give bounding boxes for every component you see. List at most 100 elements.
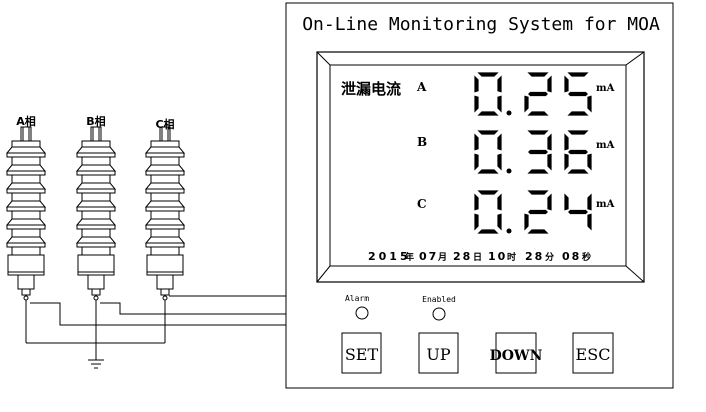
reading-c-segment xyxy=(563,191,570,212)
arrester-b-label: B相 xyxy=(86,114,105,128)
reading-b-digit xyxy=(525,129,553,175)
reading-c-segment xyxy=(475,228,501,235)
reading-c-digit xyxy=(563,191,593,233)
set-button[interactable]: SET xyxy=(341,332,382,374)
reading-c-segment xyxy=(473,191,480,212)
set-button-label: SET xyxy=(345,345,379,364)
reading-phase-c xyxy=(473,189,593,235)
datetime-day: 28 xyxy=(453,250,472,263)
datetime-year-unit: 年 xyxy=(405,251,414,263)
arrester-c-sheds xyxy=(144,146,186,256)
reading-b-segment xyxy=(565,168,591,175)
reading-b-segment xyxy=(525,129,551,136)
unit-phase-a: mA xyxy=(596,83,615,94)
alarm-led-icon xyxy=(355,306,369,320)
reading-a-segment xyxy=(525,71,551,78)
reading-b-segment xyxy=(565,129,591,136)
reading-b-digit xyxy=(563,129,593,175)
reading-a-segment xyxy=(563,73,570,94)
reading-phase-a xyxy=(473,71,593,117)
reading-b-segment xyxy=(473,152,480,173)
reading-a-segment xyxy=(586,94,593,115)
reading-b-decimal-point xyxy=(506,168,512,174)
device-title: On-Line Monitoring System for MOA xyxy=(302,14,660,35)
alarm-label: Alarm xyxy=(345,294,369,303)
up-button-label: UP xyxy=(426,345,450,364)
esc-button[interactable]: ESC xyxy=(572,332,614,374)
reading-b-segment xyxy=(546,152,553,173)
signal-wire-a xyxy=(30,302,286,326)
wiring xyxy=(25,295,286,369)
datetime-second-unit: 秒 xyxy=(582,251,591,263)
reading-b-segment xyxy=(563,131,570,152)
reading-a-segment xyxy=(523,94,530,115)
reading-a-segment xyxy=(525,110,551,117)
arrester-a-sheds xyxy=(5,146,47,256)
ground-icon xyxy=(88,359,104,369)
signal-wire-b xyxy=(100,302,286,315)
arrester-b xyxy=(75,126,117,301)
datetime-year: 2015 xyxy=(368,250,411,263)
reading-c-segment xyxy=(526,209,550,215)
reading-c-digit xyxy=(523,189,553,235)
reading-a-segment xyxy=(546,73,553,94)
reading-c-segment xyxy=(473,212,480,233)
reading-b-segment xyxy=(526,149,550,155)
datetime-month: 07 xyxy=(419,250,438,263)
datetime-minute-unit: 分 xyxy=(545,251,554,263)
reading-a-digit xyxy=(523,71,553,117)
reading-a-digit xyxy=(563,71,593,117)
reading-b-segment xyxy=(525,168,551,175)
reading-a-segment xyxy=(475,110,501,117)
reading-b-segment xyxy=(546,131,553,152)
reading-a-decimal-point xyxy=(506,110,512,116)
arrester-a-label: A相 xyxy=(16,114,36,128)
reading-b-segment xyxy=(586,152,593,173)
reading-c-segment xyxy=(586,212,593,233)
arrester-group xyxy=(5,126,186,301)
reading-b-segment xyxy=(475,168,501,175)
esc-button-label: ESC xyxy=(576,345,611,364)
reading-c-segment xyxy=(496,191,503,212)
reading-a-segment xyxy=(473,94,480,115)
unit-phase-c: mA xyxy=(596,199,615,210)
reading-b-segment xyxy=(473,131,480,152)
arrester-a xyxy=(5,126,47,301)
up-button[interactable]: UP xyxy=(418,332,459,374)
reading-b-segment xyxy=(496,131,503,152)
reading-c-segment xyxy=(475,189,501,196)
reading-c-digit xyxy=(473,189,503,235)
reading-b-digit xyxy=(473,129,503,175)
datetime-day-unit: 日 xyxy=(473,252,482,263)
lcd-datetime: 2015 年 07 月 28 日 10 时 28 分 08 秒 xyxy=(368,250,591,263)
reading-a-segment xyxy=(475,71,501,78)
reading-a-segment xyxy=(566,91,590,97)
reading-c-segment xyxy=(523,212,530,233)
reading-phase-b xyxy=(473,129,593,175)
phase-b-letter: B xyxy=(417,135,427,149)
datetime-hour-unit: 时 xyxy=(507,251,516,263)
reading-b-segment xyxy=(496,152,503,173)
datetime-month-unit: 月 xyxy=(437,252,447,263)
reading-a-segment xyxy=(473,73,480,94)
reading-c-segment xyxy=(546,191,553,212)
reading-c-segment xyxy=(525,228,551,235)
reading-a-segment xyxy=(496,73,503,94)
reading-a-segment xyxy=(565,110,591,117)
arrester-c-label: C相 xyxy=(155,117,174,131)
datetime-minute: 28 xyxy=(525,250,544,263)
phase-a-letter: A xyxy=(416,80,427,94)
down-button[interactable]: DOWN xyxy=(490,332,543,374)
reading-b-segment xyxy=(566,149,590,155)
datetime-second: 08 xyxy=(562,250,581,263)
arrester-c xyxy=(144,126,186,301)
enabled-led-icon xyxy=(432,307,446,321)
unit-phase-b: mA xyxy=(596,140,615,151)
reading-a-segment xyxy=(496,94,503,115)
reading-b-segment xyxy=(563,152,570,173)
reading-c-segment xyxy=(586,191,593,212)
lcd-leakage-label: 泄漏电流 xyxy=(341,80,401,98)
down-button-label: DOWN xyxy=(490,348,543,364)
enabled-label: Enabled xyxy=(422,295,456,304)
